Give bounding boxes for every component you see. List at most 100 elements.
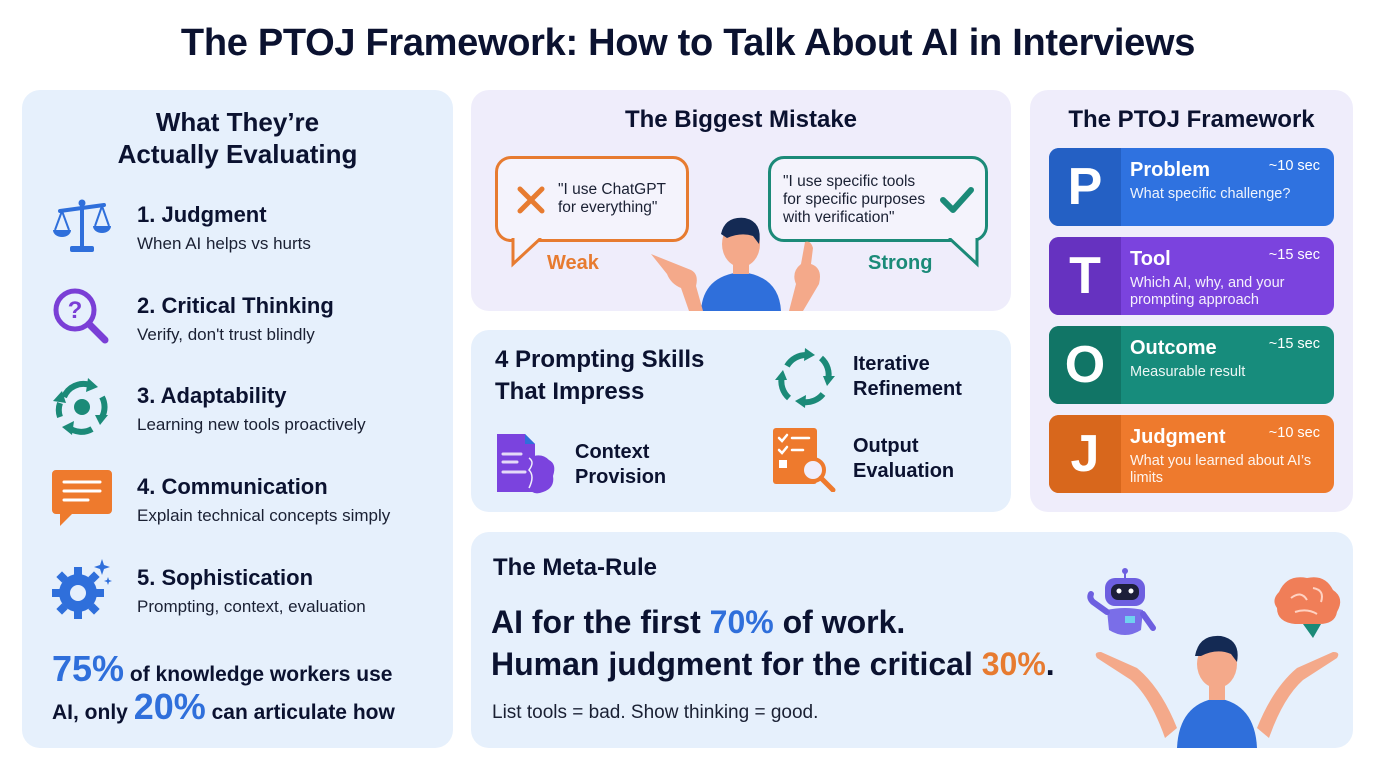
chat-bubble-icon bbox=[52, 470, 112, 526]
eval-item-adaptability: 3. Adaptability Learning new tools proac… bbox=[50, 375, 440, 445]
prompting-skills-panel: 4 Prompting Skills That Impress Iterativ… bbox=[471, 330, 1011, 512]
skill-label-line2: Evaluation bbox=[853, 460, 955, 482]
eval-item-name: 1. Judgment bbox=[137, 202, 267, 227]
check-icon bbox=[940, 187, 974, 213]
step-name: Problem bbox=[1130, 159, 1211, 181]
meta-line1-text-b: of work. bbox=[782, 604, 906, 640]
step-time: ~15 sec bbox=[1268, 336, 1320, 352]
meta-line-1: AI for the first 70% of work. bbox=[491, 604, 905, 641]
step-name: Judgment bbox=[1130, 426, 1226, 448]
gear-sparkle-icon bbox=[52, 559, 112, 619]
stat-pct-75: 75% bbox=[52, 648, 125, 689]
step-time: ~10 sec bbox=[1268, 425, 1320, 441]
person-pointing-illustration bbox=[651, 217, 820, 311]
skill-label: Context Provision bbox=[575, 440, 735, 490]
stat-line-1: 75% of knowledge workers use bbox=[52, 648, 392, 690]
robot-icon bbox=[1087, 568, 1156, 635]
step-desc: What you learned about AI’s limits bbox=[1130, 453, 1312, 486]
svg-text:?: ? bbox=[68, 297, 83, 324]
eval-item-name: 4. Communication bbox=[137, 474, 328, 499]
skill-label-line2: Provision bbox=[575, 466, 667, 488]
step-desc: What specific challenge? bbox=[1130, 186, 1291, 202]
stat-text-2a: AI, only bbox=[52, 701, 128, 724]
eval-item-name: 3. Adaptability bbox=[137, 383, 287, 408]
strong-quote-line2: for specific purposes bbox=[783, 191, 926, 208]
step-letter: T bbox=[1049, 237, 1121, 315]
evaluating-title-line1: What They’re bbox=[155, 107, 320, 137]
magnifier-question-icon: ? bbox=[53, 288, 109, 344]
step-name: Outcome bbox=[1130, 337, 1217, 359]
ptoj-step-problem: P Problem What specific challenge? ~10 s… bbox=[1049, 148, 1334, 226]
evaluating-title: What They’re Actually Evaluating bbox=[22, 106, 453, 170]
step-letter: O bbox=[1049, 326, 1121, 404]
stat-text-1: of knowledge workers use bbox=[129, 663, 393, 686]
ptoj-step-tool: T Tool Which AI, why, and your prompting… bbox=[1049, 237, 1334, 315]
meta-title: The Meta-Rule bbox=[493, 554, 658, 581]
eval-item-name: 2. Critical Thinking bbox=[137, 293, 334, 318]
mistake-title: The Biggest Mistake bbox=[624, 106, 858, 133]
biggest-mistake-panel: The Biggest Mistake "I use ChatGPT for e… bbox=[471, 90, 1011, 311]
cycle-arrows-icon bbox=[53, 378, 108, 435]
step-name: Tool bbox=[1130, 248, 1171, 270]
eval-item-desc: Explain technical concepts simply bbox=[137, 506, 391, 525]
skill-label-line1: Iterative bbox=[853, 353, 930, 375]
ptoj-step-judgment: J Judgment What you learned about AI’s l… bbox=[1049, 415, 1334, 493]
stat-line-2: AI, only 20% can articulate how bbox=[52, 686, 395, 728]
strong-quote: "I use specific tools for specific purpo… bbox=[783, 173, 925, 227]
meta-line2-text-b: . bbox=[1045, 646, 1055, 682]
eval-item-desc: When AI helps vs hurts bbox=[137, 234, 311, 253]
eval-item-desc: Learning new tools proactively bbox=[137, 415, 366, 434]
meta-line-2: Human judgment for the critical 30%. bbox=[491, 646, 1055, 683]
step-letter: J bbox=[1049, 415, 1121, 493]
strong-label: Strong bbox=[868, 252, 933, 274]
eval-item-judgment: 1. Judgment When AI helps vs hurts bbox=[50, 194, 440, 264]
step-desc: Which AI, why, and your prompting approa… bbox=[1130, 275, 1285, 308]
eval-item-critical-thinking: ? 2. Critical Thinking Verify, don't tru… bbox=[50, 285, 440, 355]
person-balancing-illustration bbox=[1087, 568, 1341, 748]
refresh-cycle-icon bbox=[775, 348, 835, 408]
skills-title-line1: 4 Prompting Skills bbox=[495, 346, 705, 373]
eval-item-name: 5. Sophistication bbox=[137, 565, 314, 590]
weak-quote-line1: "I use ChatGPT bbox=[558, 181, 667, 198]
strong-speech-bubble: "I use specific tools for specific purpo… bbox=[768, 156, 988, 242]
stat-pct-20: 20% bbox=[133, 686, 206, 727]
meta-subtext: List tools = bad. Show thinking = good. bbox=[492, 702, 819, 723]
meta-line2-text-a: Human judgment for the critical bbox=[491, 646, 973, 682]
ptoj-framework-panel: The PTOJ Framework P Problem What specif… bbox=[1030, 90, 1353, 512]
evaluating-panel: What They’re Actually Evaluating 1. Judg… bbox=[22, 90, 453, 748]
skills-title-line2: That Impress bbox=[495, 378, 645, 405]
stat-text-2b: can articulate how bbox=[211, 701, 395, 724]
evaluating-title-line2: Actually Evaluating bbox=[117, 139, 358, 169]
meta-pct-70: 70% bbox=[709, 604, 774, 640]
eval-item-desc: Verify, don't trust blindly bbox=[137, 325, 315, 344]
weak-label: Weak bbox=[547, 252, 599, 274]
weak-quote-line2: for everything" bbox=[558, 199, 658, 216]
meta-pct-30: 30% bbox=[981, 646, 1046, 682]
strong-bubble-tail bbox=[947, 238, 979, 268]
scales-icon bbox=[53, 199, 111, 252]
step-letter: P bbox=[1049, 148, 1121, 226]
eval-item-desc: Prompting, context, evaluation bbox=[137, 597, 366, 616]
ptoj-step-outcome: O Outcome Measurable result ~15 sec bbox=[1049, 326, 1334, 404]
ptoj-title: The PTOJ Framework bbox=[1068, 106, 1315, 133]
skill-label-line1: Output bbox=[853, 435, 919, 457]
strong-quote-line1: "I use specific tools bbox=[783, 173, 916, 190]
x-icon bbox=[517, 186, 545, 214]
weak-quote: "I use ChatGPT for everything" bbox=[558, 181, 666, 217]
weak-speech-bubble: "I use ChatGPT for everything" bbox=[495, 156, 689, 242]
skill-label: Output Evaluation bbox=[853, 434, 1013, 484]
skills-title: 4 Prompting Skills That Impress bbox=[495, 344, 704, 408]
brain-icon bbox=[1274, 577, 1341, 638]
skill-label: Iterative Refinement bbox=[853, 352, 1013, 402]
weak-bubble-tail bbox=[511, 238, 543, 268]
meta-rule-panel: The Meta-Rule AI for the first 70% of wo… bbox=[471, 532, 1353, 748]
step-time: ~10 sec bbox=[1268, 158, 1320, 174]
meta-line1-text-a: AI for the first bbox=[491, 604, 701, 640]
step-time: ~15 sec bbox=[1268, 247, 1320, 263]
checklist-magnifier-icon bbox=[773, 428, 836, 492]
skill-label-line1: Context bbox=[575, 441, 650, 463]
strong-quote-line3: with verification" bbox=[783, 209, 895, 226]
skill-label-line2: Refinement bbox=[853, 378, 962, 400]
document-brain-icon bbox=[497, 434, 555, 494]
page-title: The PTOJ Framework: How to Talk About AI… bbox=[180, 22, 1196, 64]
